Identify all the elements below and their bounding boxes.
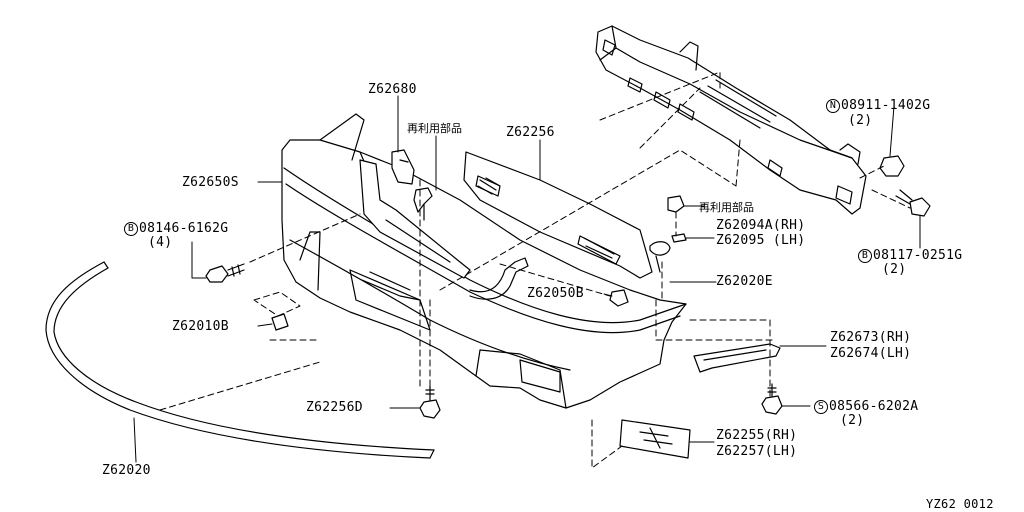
grille-panel <box>463 151 653 279</box>
label-08911-qty: (2) <box>848 113 873 128</box>
side-bracket <box>693 343 781 373</box>
label-08117-part: 08117-0251G <box>873 248 963 263</box>
label-z62680: Z62680 <box>368 82 417 97</box>
label-08566-part: 08566-6202A <box>829 399 919 414</box>
s-circle-icon: S <box>814 400 828 414</box>
b-circle-icon: B <box>858 249 872 263</box>
label-08146-part: 08146-6162G <box>139 221 229 236</box>
lower-grille <box>619 419 691 459</box>
label-08566-qty: (2) <box>840 413 865 428</box>
upper-bracket <box>359 159 471 279</box>
label-z62650s: Z62650S <box>182 175 239 190</box>
label-reuse-lower: 再利用部品 <box>699 201 754 214</box>
label-z62094a: Z62094A(RH) <box>716 218 806 233</box>
label-z62256d: Z62256D <box>306 400 363 415</box>
label-z62255: Z62255(RH) <box>716 428 798 443</box>
label-z62020: Z62020 <box>102 463 151 478</box>
bracket-z62680 <box>391 149 415 185</box>
label-z62020e: Z62020E <box>716 274 773 289</box>
label-z62257: Z62257(LH) <box>716 444 798 459</box>
n-circle-icon: N <box>826 99 840 113</box>
harness-clip <box>469 257 529 300</box>
label-z62673: Z62673(RH) <box>830 330 912 345</box>
label-reuse-upper: 再利用部品 <box>407 122 462 135</box>
label-08117-qty: (2) <box>882 262 907 277</box>
assembly-lines <box>159 71 911 469</box>
label-z62050b: Z62050B <box>527 286 584 301</box>
b-circle-icon: B <box>124 222 138 236</box>
label-08146-qty: (4) <box>148 235 173 250</box>
label-z62095: Z62095 (LH) <box>716 233 806 248</box>
molding-strip <box>45 261 435 459</box>
label-z62674: Z62674(LH) <box>830 346 912 361</box>
label-08911-part: 08911-1402G <box>841 98 931 113</box>
label-z62256: Z62256 <box>506 125 555 140</box>
label-z62010b: Z62010B <box>172 319 229 334</box>
bumper-reinforcement <box>595 25 867 215</box>
leader-lines <box>133 95 921 463</box>
diagram-code: YZ62 0012 <box>926 497 994 511</box>
